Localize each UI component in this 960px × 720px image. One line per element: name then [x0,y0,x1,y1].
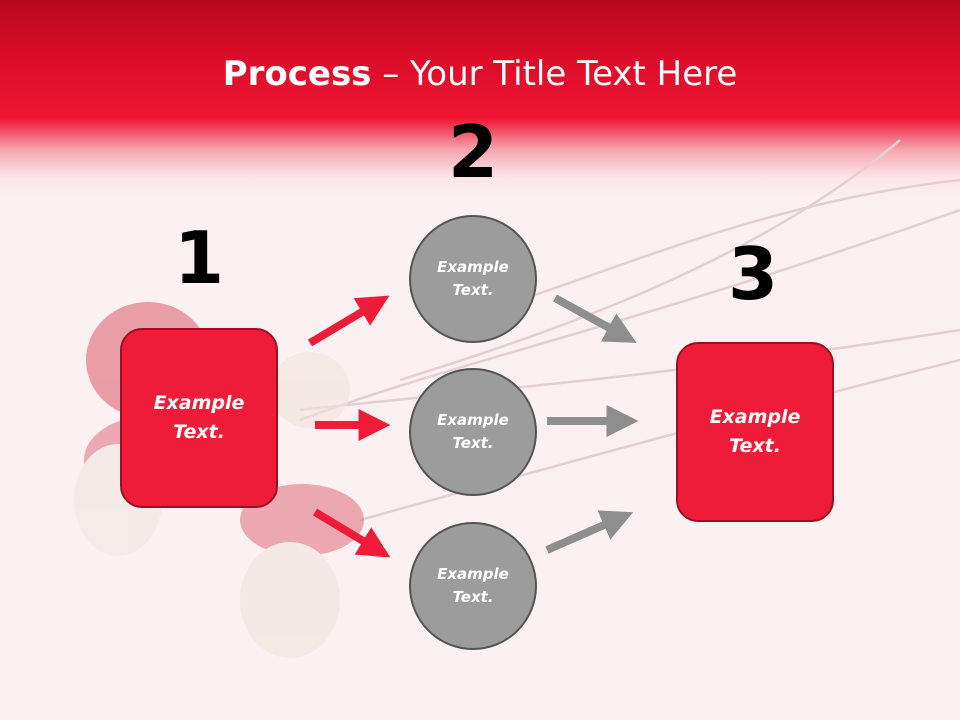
arrow-icon [307,295,390,347]
arrow-icon [545,510,634,554]
step2-circle-bottom: Example Text. [409,522,537,650]
step1-text: Example Text. [153,392,245,443]
step-number-3: 3 [727,232,779,316]
step3-text: Example Text. [709,406,801,457]
step3-box: Example Text. [676,342,834,522]
slide-title: Process – Your Title Text Here [0,52,960,96]
step-number-1: 1 [173,216,225,300]
circle-top-text: Example Text. [437,258,509,299]
circle-middle-text: Example Text. [437,411,509,452]
step2-circle-top: Example Text. [409,215,537,343]
title-rest: – Your Title Text Here [371,54,738,94]
title-bold: Process [222,54,372,94]
step-number-2: 2 [447,110,499,194]
arrow-icon [553,294,637,343]
title-banner [0,0,960,200]
arrow-icon [312,508,391,558]
circle-bottom-text: Example Text. [437,565,509,606]
step2-circle-middle: Example Text. [409,368,537,496]
step1-box: Example Text. [120,328,278,508]
